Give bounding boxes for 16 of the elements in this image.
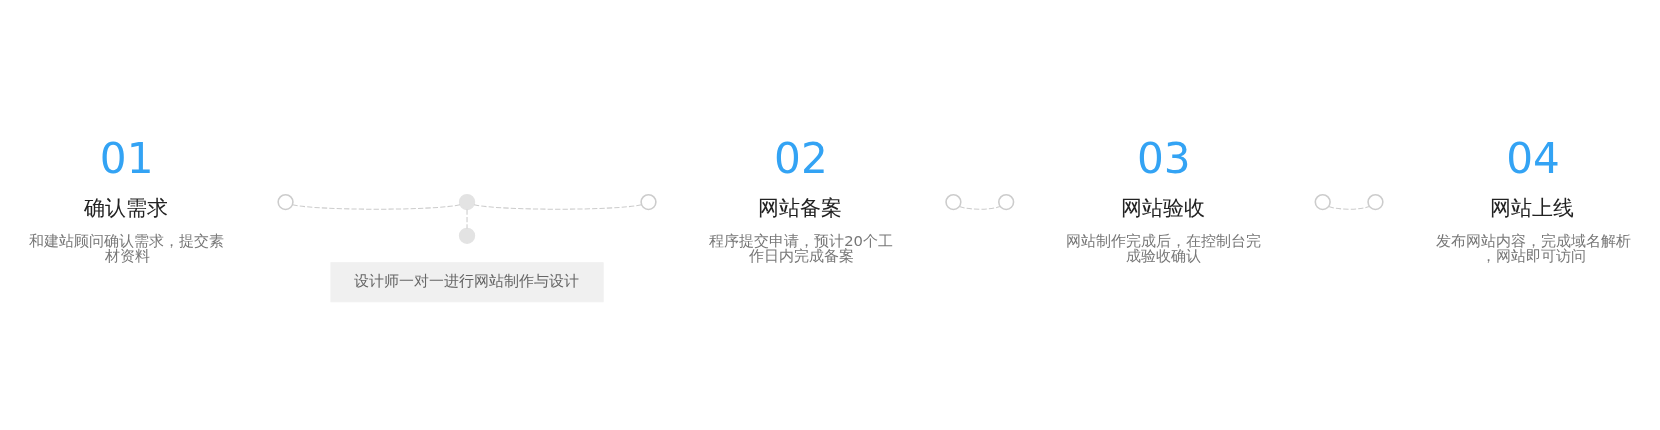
connector (473, 204, 642, 210)
node-circle (276, 193, 294, 211)
node-circle (944, 193, 962, 211)
node-circle (458, 193, 475, 211)
node-text: 04 网站上线 发布网站内容，完成域名解析，网站即可访问 (1435, 133, 1631, 265)
node-text: 01 确认需求 和建站顾问确认需求，提交素材资料 (28, 133, 224, 265)
node-circle (1366, 193, 1384, 211)
node-circle (997, 193, 1014, 211)
node-text: 02 网站备案 程序提交申请，预计20个工作日内完成备案 (708, 133, 893, 265)
connector (958, 206, 1001, 210)
node-circle (639, 193, 657, 211)
connector (1327, 206, 1370, 210)
node-text: 03 网站验收 网站制作完成后，在控制台完成验收确认 (1065, 133, 1261, 265)
connector (291, 204, 461, 210)
node-circle (458, 227, 475, 244)
node-circle (1314, 193, 1331, 211)
